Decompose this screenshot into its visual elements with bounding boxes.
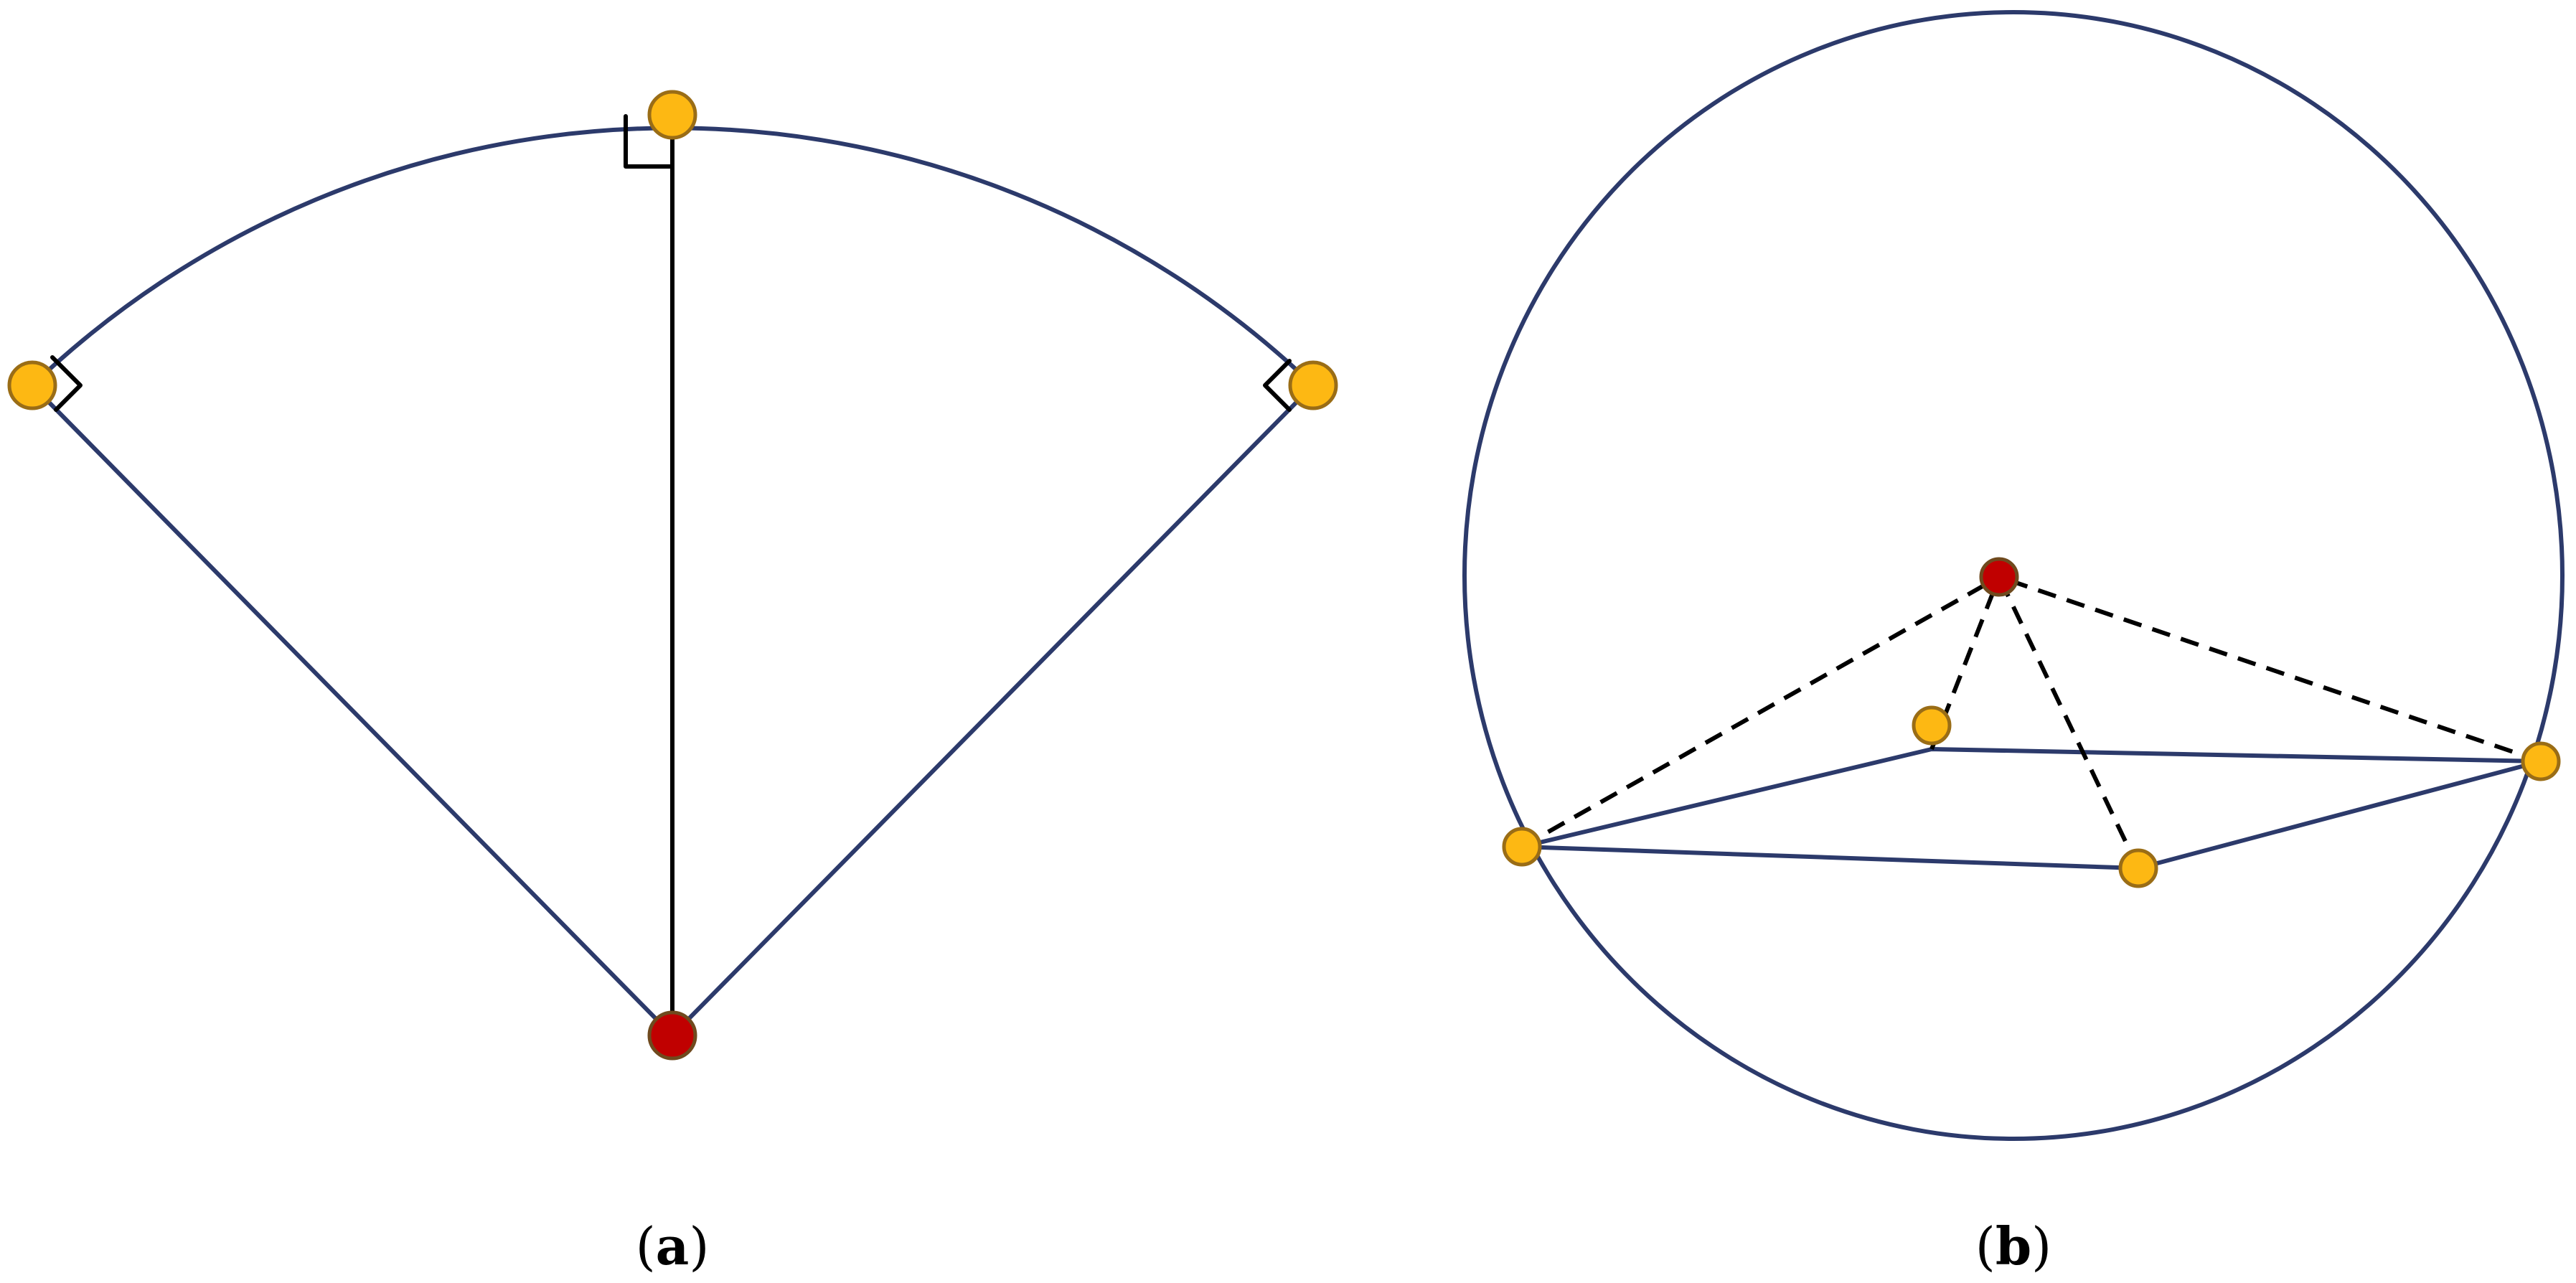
panel-a-caption-open: ( <box>636 1216 656 1277</box>
panel-a-caption-close: ) <box>689 1216 709 1277</box>
panel-b-dashed-line-front <box>1997 575 2140 870</box>
panel-b-base-polygon <box>1520 747 2543 870</box>
panel-a-left-vertex <box>7 360 57 410</box>
panel-b: (b) <box>1462 10 2565 1277</box>
panel-b-right-vertex <box>2521 741 2561 781</box>
panel-a-right-vertex <box>1288 360 1338 410</box>
panel-a-right-angle-marker-top <box>624 114 674 169</box>
panel-b-back-vertex <box>1912 705 1952 746</box>
panel-a-right-angle-marker-right <box>1263 359 1292 412</box>
panel-a-right-angle-marker-left <box>50 355 83 412</box>
panel-b-sphere-outline <box>1462 10 2565 1141</box>
panel-a-top-vertex <box>647 90 697 140</box>
panel-a: (a) <box>7 90 1338 1277</box>
panel-a-caption: (a) <box>636 1216 710 1277</box>
panel-b-caption-letter: b <box>1996 1216 2031 1277</box>
panel-a-left-radius <box>30 383 674 1038</box>
panel-b-dashed-line-left <box>1520 575 2001 849</box>
panel-b-caption-open: ( <box>1975 1216 1996 1277</box>
panel-b-dashed-line-right <box>1998 575 2542 763</box>
panel-a-center-vertex <box>647 1010 697 1061</box>
panel-b-front-vertex <box>2118 848 2158 888</box>
panel-b-caption-close: ) <box>2031 1216 2051 1277</box>
panel-b-dashed-lines <box>1520 575 2542 870</box>
panel-a-right-radius <box>670 383 1315 1038</box>
panel-b-caption: (b) <box>1975 1216 2052 1277</box>
panel-b-left-vertex <box>1502 827 1542 867</box>
panel-b-center-vertex <box>1979 557 2019 597</box>
panel-a-caption-letter: a <box>656 1216 690 1277</box>
